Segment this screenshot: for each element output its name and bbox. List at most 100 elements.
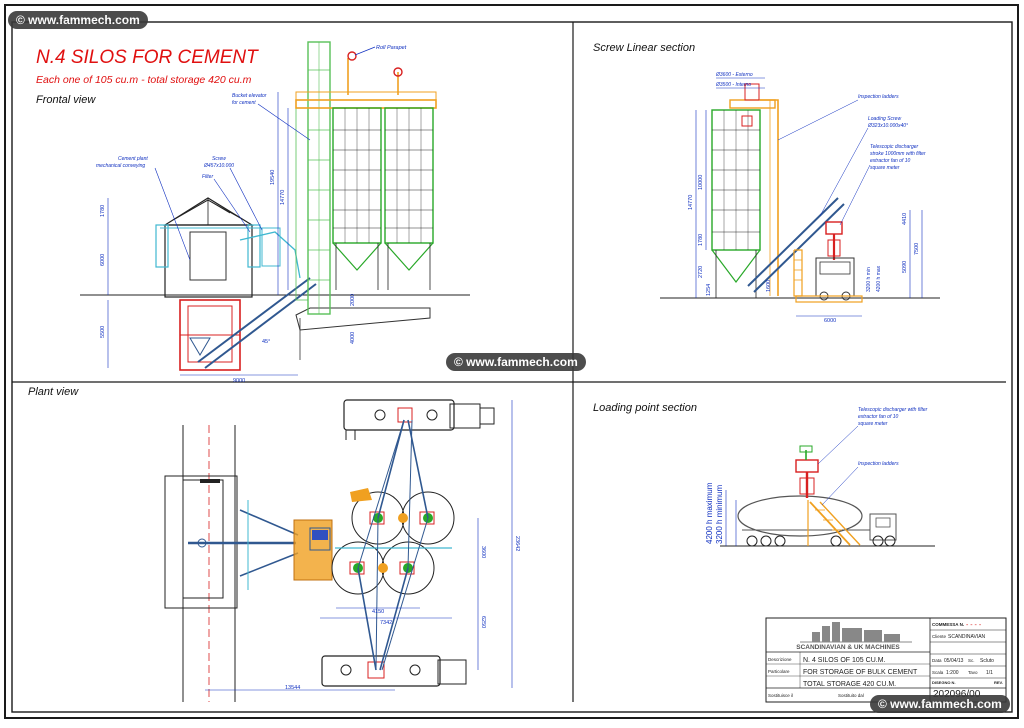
- company-logo: [800, 622, 912, 643]
- discharge-hopper: [189, 337, 211, 356]
- foundation: [295, 307, 431, 331]
- frontal-view: N.4 SILOS FOR CEMENT Each one of 105 cu.…: [36, 41, 470, 384]
- red-support-structure: [179, 299, 241, 371]
- data-label: Data: [932, 658, 942, 663]
- label-for-cement: for cement: [232, 100, 256, 106]
- label-mech-conveying: mechanical conveying: [96, 163, 145, 169]
- part-label: Particolare: [768, 669, 790, 674]
- section-ladder: [760, 99, 779, 296]
- silo-2: [384, 107, 434, 290]
- commessa-marks: - - - -: [966, 622, 982, 629]
- loading-label-tele-1: Telescopic discharger with filter: [858, 407, 928, 413]
- screw-dim-5090: 5090: [902, 261, 908, 273]
- desc-line-1: N. 4 SILOS OF 105 CU.M.: [803, 657, 886, 664]
- sc-label: Sc.: [968, 658, 975, 663]
- loading-section-title: Loading point section: [593, 402, 697, 414]
- rev-label: REV.: [994, 680, 1003, 685]
- plant-dim-7342: 7342: [380, 620, 392, 626]
- frontal-view-label: Frontal view: [36, 94, 96, 106]
- plant-dim-23642: 23642: [514, 536, 520, 551]
- outer-frame: [4, 4, 1019, 719]
- watermark-bottom: © www.fammech.com: [870, 695, 1010, 713]
- section-silo: [711, 109, 761, 298]
- screw-dim-10000: 10000: [698, 175, 704, 190]
- section-telescopic-discharger: [825, 221, 843, 260]
- disegno-label: DISEGNO N.: [932, 680, 956, 685]
- filter-unit: [261, 227, 281, 267]
- top-platform: [295, 99, 437, 109]
- fogli-value: 1/1: [986, 670, 993, 676]
- screw-conveyor: [197, 277, 317, 369]
- label-roll-parapet: Roll Parapet: [376, 45, 407, 51]
- watermark-center: © www.fammech.com: [446, 353, 586, 371]
- plant-view-title: Plant view: [28, 386, 79, 398]
- plant-truck-top: [343, 399, 495, 440]
- red-valve: [741, 115, 753, 127]
- dim-5500: 5500: [100, 326, 106, 338]
- drawing-number: 202096/00: [933, 689, 981, 700]
- plant-view: Plant view: [28, 386, 520, 702]
- desc-label: Descrizione: [768, 657, 792, 662]
- loading-discharger: [795, 445, 819, 498]
- scala-label: Scala: [932, 670, 944, 675]
- title-block: SCANDINAVIAN & UK MACHINES Descrizione N…: [765, 617, 1007, 703]
- loading-ladder-stairs: [807, 500, 861, 546]
- company-name: SCANDINAVIAN & UK MACHINES: [796, 644, 900, 651]
- loading-h-min: 3200 h minimum: [715, 485, 724, 544]
- inner-frame: [11, 21, 1013, 713]
- frontal-title: N.4 SILOS FOR CEMENT: [36, 47, 259, 68]
- tanker-truck: [737, 495, 897, 547]
- screw-dim-2720: 2720: [698, 266, 704, 278]
- data-value: 05/04/13: [944, 658, 964, 664]
- label-tele-3: extractor fan of 10: [870, 158, 911, 164]
- filter-pipe: [239, 231, 301, 279]
- dim-2000: 2000: [350, 294, 356, 306]
- dim-14770: 14770: [280, 190, 286, 205]
- label-cement-plant: Cement plant: [118, 156, 148, 162]
- scala-value: 1:200: [946, 670, 959, 676]
- plant-dim-4150: 4150: [372, 609, 384, 615]
- label-screw-size: Ø457x10.000: [203, 163, 234, 169]
- label-tele-4: square meter: [870, 165, 900, 171]
- commessa-label: COMMESSA N.: [932, 622, 964, 627]
- section-top-platform: [729, 99, 776, 109]
- label-tele-2: stroke 1000mm with filter: [870, 151, 926, 157]
- silo-1: [332, 107, 382, 290]
- cliente-label: Cliente: [932, 634, 947, 639]
- dim-19540: 19540: [270, 170, 276, 185]
- watermark-top: © www.fammech.com: [8, 11, 148, 29]
- sostituisce-label: Sostituisce il: [768, 693, 793, 698]
- plant-loading-screws: [357, 419, 429, 671]
- dim-9000: 9000: [233, 378, 245, 384]
- dim-1780: 1780: [100, 205, 106, 217]
- screw-dim-6000: 6000: [824, 318, 836, 324]
- cliente-value: SCANDINAVIAN: [948, 634, 986, 640]
- fogli-label: Tavo: [968, 670, 978, 675]
- bucket-elevator: [295, 41, 331, 315]
- label-screw: Screw: [212, 156, 226, 162]
- loading-point-section: Loading point section: [593, 402, 935, 547]
- screw-dim-4200: 4200 h max: [876, 265, 882, 292]
- sostituito-label: Sostituito dal: [838, 693, 864, 698]
- loading-label-tele-2: extractor fan of 10: [858, 414, 899, 420]
- screw-dim-3200: 3200 h min: [866, 267, 872, 292]
- cement-plant-building: [155, 197, 262, 298]
- loading-h-max: 4200 h maximum: [705, 482, 714, 544]
- label-filter: Filter: [202, 174, 213, 180]
- screw-dim-7500: 7500: [914, 243, 920, 255]
- dim-4000: 4000: [350, 332, 356, 344]
- screw-dim-1780: 1780: [698, 234, 704, 246]
- desc-line-3: TOTAL STORAGE 420 CU.M.: [803, 681, 896, 688]
- label-top-interno: Ø3500 - Interno: [715, 82, 751, 88]
- label-loading-screw-size: Ø323x10.000x40°: [867, 123, 908, 129]
- label-loading-screw: Loading Screw: [868, 116, 901, 122]
- loading-label-tele-3: square meter: [858, 421, 888, 427]
- screw-section-title: Screw Linear section: [593, 42, 695, 54]
- dim-45deg: 45°: [262, 339, 270, 345]
- label-tele-1: Telescopic discharger: [870, 144, 919, 150]
- screw-linear-section: Screw Linear section: [593, 42, 940, 324]
- section-truck: [815, 257, 855, 301]
- screw-dim-4410: 4410: [902, 213, 908, 225]
